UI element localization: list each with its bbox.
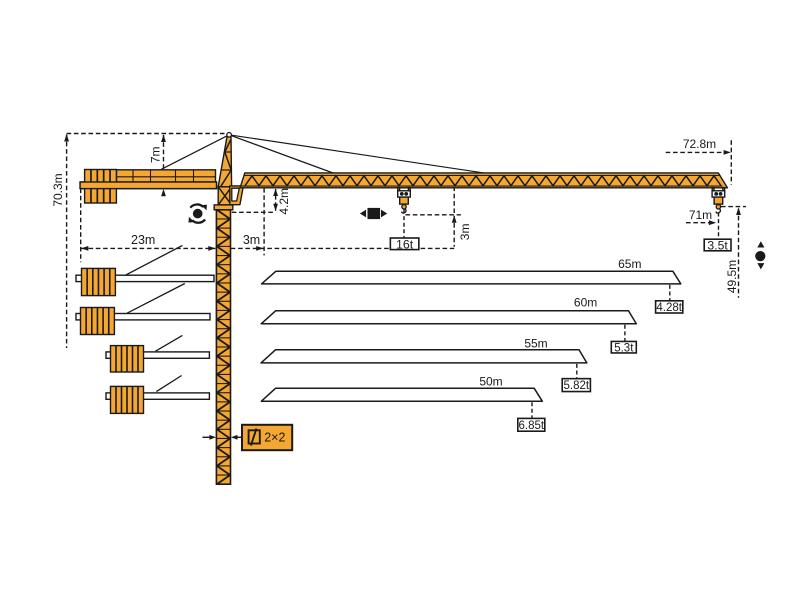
svg-text:3m: 3m [243,233,260,247]
svg-text:65m: 65m [618,257,641,271]
svg-text:6.85t: 6.85t [519,420,545,432]
svg-text:23m: 23m [131,233,155,247]
svg-text:72.8m: 72.8m [683,137,716,151]
svg-text:55m: 55m [524,336,547,350]
svg-text:2×2: 2×2 [264,431,285,445]
svg-text:4.28t: 4.28t [656,302,682,314]
svg-text:3m: 3m [458,224,472,241]
svg-text:60m: 60m [574,295,597,309]
svg-text:4.2m: 4.2m [277,188,291,215]
svg-text:7m: 7m [149,146,163,163]
svg-text:49.5m: 49.5m [725,260,739,293]
svg-text:5.3t: 5.3t [614,342,634,354]
svg-text:50m: 50m [479,375,502,389]
svg-text:16t: 16t [396,237,414,251]
svg-text:71m: 71m [689,208,712,222]
svg-text:3.5t: 3.5t [707,238,728,252]
svg-text:70.3m: 70.3m [51,173,65,206]
svg-text:5.82t: 5.82t [564,380,590,392]
